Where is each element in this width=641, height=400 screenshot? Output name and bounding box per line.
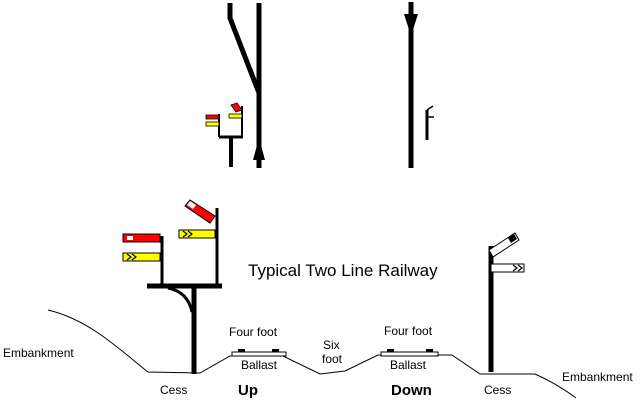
down-direction-arrow-icon: [404, 14, 418, 36]
down-signal-icon: [488, 232, 525, 372]
plan-bracket-signal-icon: [205, 102, 243, 167]
cross-section: [47, 199, 577, 399]
six-foot-label-line2: foot: [322, 352, 343, 366]
embankment-right-label: Embankment: [562, 370, 633, 384]
up-bracket-signal-icon: [122, 199, 222, 374]
six-foot-label-line1: Six: [323, 338, 340, 352]
up-line-label: Up: [238, 382, 258, 399]
four-foot-down-label: Four foot: [384, 324, 433, 338]
up-direction-arrow-icon: [253, 138, 265, 160]
down-line-label: Down: [391, 382, 432, 399]
plan-down-signal-icon: [425, 105, 434, 140]
diagram-title: Typical Two Line Railway: [248, 261, 438, 280]
cess-left-label: Cess: [160, 383, 187, 397]
ballast-down-label: Ballast: [390, 358, 427, 372]
up-track-section: [231, 349, 287, 357]
plan-view: [205, 2, 434, 168]
embankment-left-label: Embankment: [3, 346, 74, 360]
four-foot-up-label: Four foot: [229, 325, 278, 339]
down-track-section: [380, 349, 439, 357]
up-line-branch-track: [227, 3, 262, 94]
ballast-up-label: Ballast: [241, 358, 278, 372]
cess-right-label: Cess: [484, 383, 511, 397]
